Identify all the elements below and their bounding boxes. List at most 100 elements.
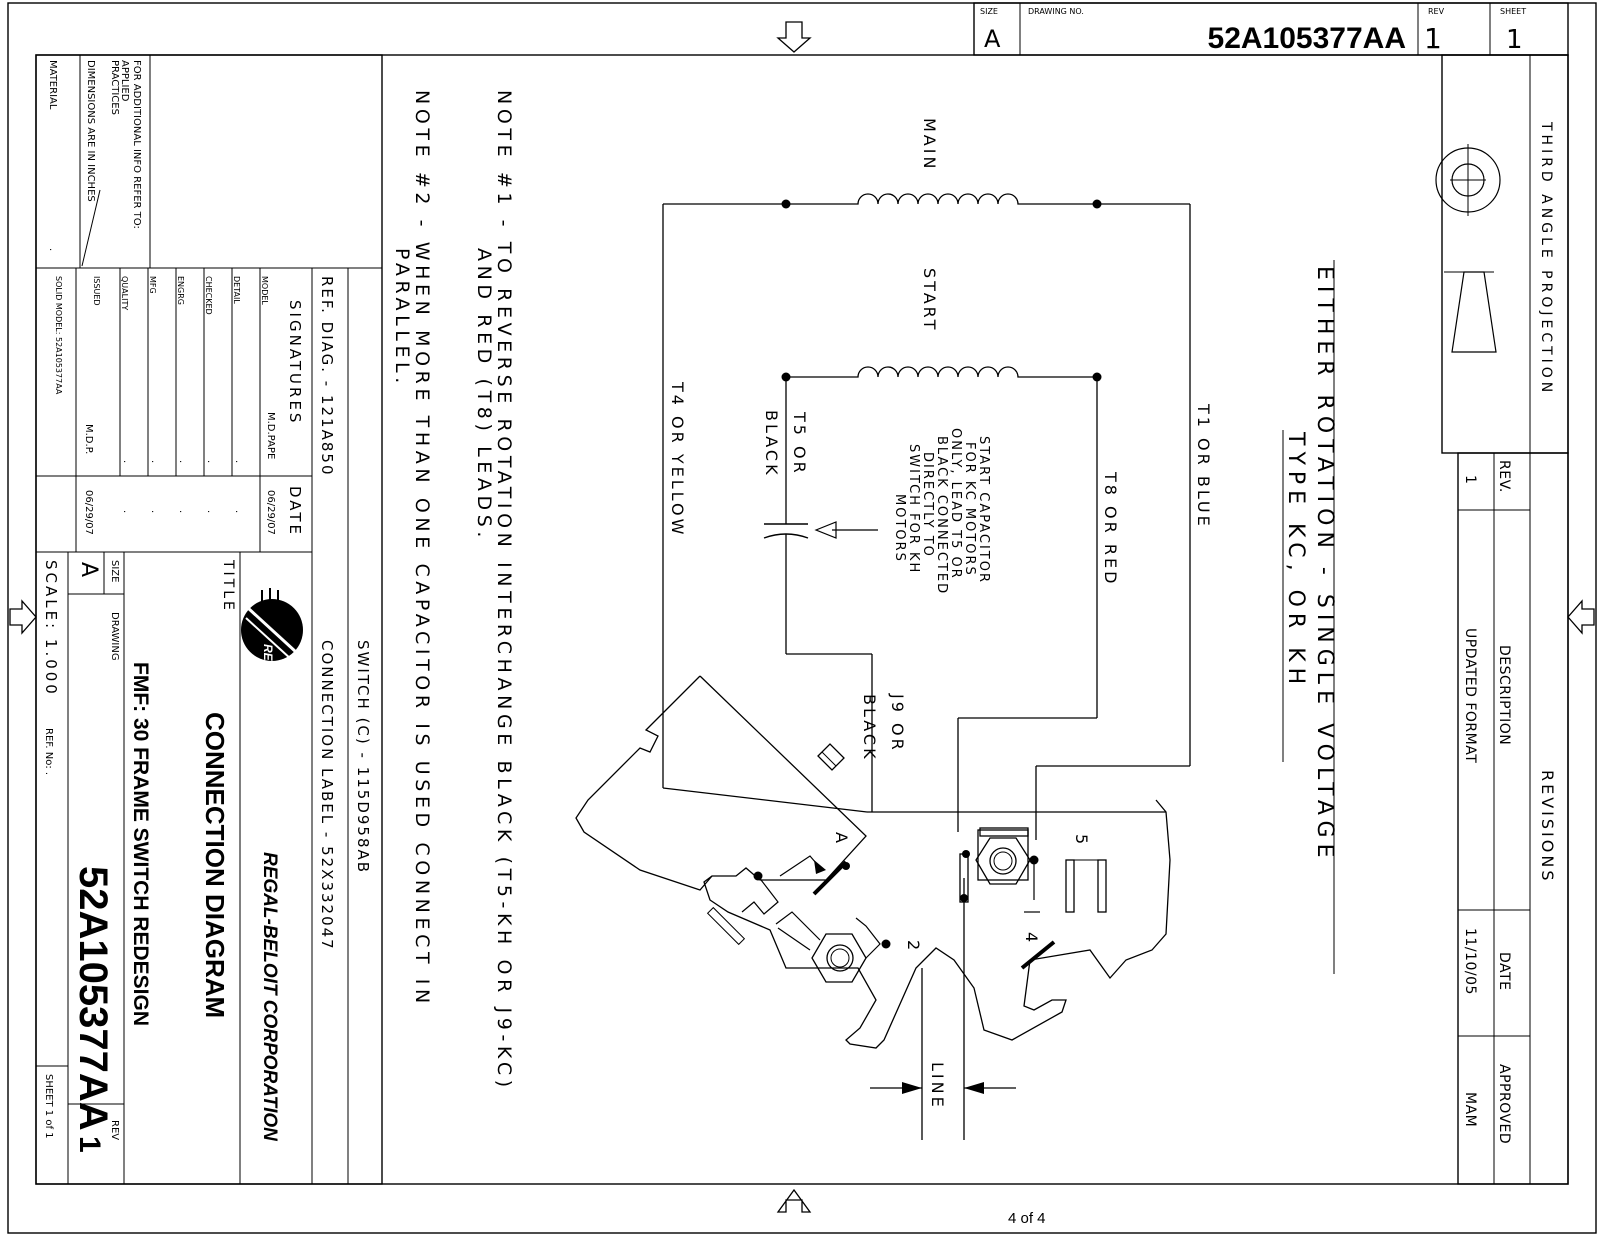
revisions-row-rev: 1 — [1462, 475, 1478, 484]
cap-note-2: FOR KC MOTORS — [962, 442, 977, 577]
header-drawing-no: 52A105377AA — [1208, 22, 1406, 55]
tb-checked: CHECKED — [204, 276, 213, 315]
tb-material-dot: . — [47, 248, 58, 251]
projection-box: THIRD ANGLE PROJECTION — [1435, 54, 1569, 454]
header-size-label: SIZE — [980, 7, 998, 16]
tb-rev-label: REV — [109, 1120, 120, 1140]
heading-line-2: TYPE KC, OR KH — [1283, 431, 1308, 690]
zone-arrow-left — [9, 599, 37, 635]
t4-label: T4 OR YELLOW — [668, 381, 687, 537]
tb-material: MATERIAL — [47, 60, 58, 110]
outer-border — [7, 2, 1597, 1234]
line-arrow-left-icon — [902, 1082, 922, 1094]
terminal-5-blade — [1065, 859, 1075, 913]
tb-signatures: SIGNATURES — [286, 300, 304, 425]
header-sheet-value: 1 — [1506, 25, 1523, 55]
j9-label-2: BLACK — [860, 694, 879, 762]
tb-dot-1: . — [233, 460, 244, 463]
revisions-col-description: DESCRIPTION — [1496, 645, 1512, 745]
tb-model-sig: M.D.PAPE — [265, 412, 276, 459]
tb-drawing-label: DRAWING — [109, 612, 120, 661]
terminal-right-hex-icon — [975, 829, 1031, 885]
cap-note-4: BLACK CONNECTED — [934, 436, 949, 595]
tb-switch: SWITCH (C) - 115D958AB — [354, 640, 372, 874]
note-2-line-2: PARALLEL. — [391, 248, 413, 388]
revisions-block: REVISIONS REV. DESCRIPTION DATE APPROVED… — [1457, 452, 1569, 1185]
note-2-line-1: NOTE #2 - WHEN MORE THAN ONE CAPACITOR I… — [411, 90, 433, 1008]
tb-date-label: DATE — [286, 486, 304, 537]
tb-ref-no: REF. No: . — [43, 728, 54, 775]
tb-size-value: A — [76, 562, 101, 577]
notes: NOTE #1 - TO REVERSE ROTATION INTERCHANG… — [391, 90, 515, 1092]
t1-label: T1 OR BLUE — [1194, 403, 1213, 529]
tb-company: REGAL-BELOIT CORPORATION — [259, 852, 280, 1142]
diagram-heading: EITHER ROTATION - SINGLE VOLTAGE TYPE KC… — [1282, 260, 1337, 974]
cap-note-5: DIRECTLY TO — [920, 452, 935, 558]
tb-issued: ISSUED — [92, 276, 101, 306]
cap-note-7: MOTORS — [892, 494, 907, 563]
switch-body — [699, 675, 1171, 1049]
tb-scale: SCALE: 1.000 — [42, 560, 60, 697]
tb-dot-4: . — [149, 460, 160, 463]
terminal-2-hex-icon — [811, 933, 867, 983]
note-1-line-2: AND RED (T8) LEADS. — [473, 248, 495, 542]
tb-dot-2: . — [205, 460, 216, 463]
revisions-row-approved: MAM — [1462, 1092, 1478, 1127]
revisions-row-date: 11/10/05 — [1462, 928, 1478, 995]
main-node-left — [781, 199, 791, 209]
revisions-title: REVISIONS — [1538, 770, 1557, 883]
tb-issued-sig: M.D.P. — [83, 424, 94, 454]
projection-circle-icon — [1435, 144, 1501, 216]
zone-arrow-top — [776, 21, 812, 53]
start-winding — [786, 366, 1097, 378]
tb-issued-date: 06/29/07 — [83, 490, 94, 535]
t5-label-2: BLACK — [762, 410, 781, 478]
main-node-right — [1092, 199, 1102, 209]
line-label: LINE — [928, 1062, 947, 1110]
tb-solid-model: SOLID MODEL: 52A105377AA — [54, 276, 63, 395]
tb-sheet: SHEET 1 of 1 — [43, 1074, 54, 1139]
header-rev-value: 1 — [1424, 22, 1442, 55]
j9-label-1: J9 OR — [888, 693, 907, 753]
cap-note-1: START CAPACITOR — [976, 436, 991, 584]
header-sheet-label: SHEET — [1500, 7, 1526, 16]
terminal-a-label: A — [832, 832, 851, 846]
wiring-schematic: MAIN START T1 OR BLUE T8 OR RED T4 OR YE… — [575, 118, 1213, 1140]
tb-title-line-1: CONNECTION DIAGRAM — [200, 712, 230, 1018]
page-number: 4 of 4 — [1008, 1210, 1046, 1227]
cap-note-arrow-icon — [814, 521, 878, 539]
tb-title-label: TITLE — [220, 559, 236, 613]
tb-size-label: SIZE — [109, 560, 120, 582]
projection-label: THIRD ANGLE PROJECTION — [1538, 121, 1554, 396]
start-label: START — [920, 268, 939, 332]
tb-mfg: MFG — [148, 276, 157, 294]
projection-frustum-icon — [1444, 271, 1497, 353]
switch-plunger-icon — [817, 743, 845, 771]
title-block: FOR ADDITIONAL INFO REFER TO: APPLIED PR… — [35, 54, 383, 1185]
tb-engrg: ENGRG — [176, 276, 185, 305]
revisions-row-description: UPDATED FORMAT — [1462, 628, 1478, 763]
tb-quality: QUALITY — [120, 276, 129, 310]
header-drawing-no-label: DRAWING NO. — [1028, 7, 1084, 16]
header-rev-label: REV — [1428, 7, 1445, 16]
terminal-2-label: 2 — [904, 940, 923, 953]
tb-dot-9: . — [149, 510, 160, 513]
cap-note-6: SWITCH FOR KH — [906, 444, 921, 574]
terminal-5-label: 5 — [1072, 834, 1091, 847]
logo-text: REGAL BELOIT — [261, 644, 275, 735]
tb-rev-value: 1 — [73, 1136, 106, 1153]
zone-arrow-bottom — [776, 1188, 812, 1213]
tb-detail: DETAIL — [232, 276, 241, 304]
terminal-4-label: 4 — [1022, 932, 1041, 945]
tb-title-line-2: FMF: 30 FRAME SWITCH REDESIGN — [129, 662, 152, 1026]
tb-connection-label: CONNECTION LABEL - 52X332047 — [318, 640, 336, 951]
main-label: MAIN — [920, 118, 939, 171]
header-block: SIZE A DRAWING NO. 52A105377AA REV 1 SHE… — [973, 2, 1569, 56]
heading-line-1: EITHER ROTATION - SINGLE VOLTAGE — [1312, 266, 1337, 864]
terminal-4-blade — [1020, 940, 1056, 970]
tb-dimensions: DIMENSIONS ARE IN INCHES — [85, 60, 96, 202]
tb-model: MODEL — [260, 276, 269, 305]
regal-beloit-logo: REGAL BELOIT — [241, 588, 303, 735]
tb-drawing-no: 52A105377AA — [71, 866, 115, 1131]
